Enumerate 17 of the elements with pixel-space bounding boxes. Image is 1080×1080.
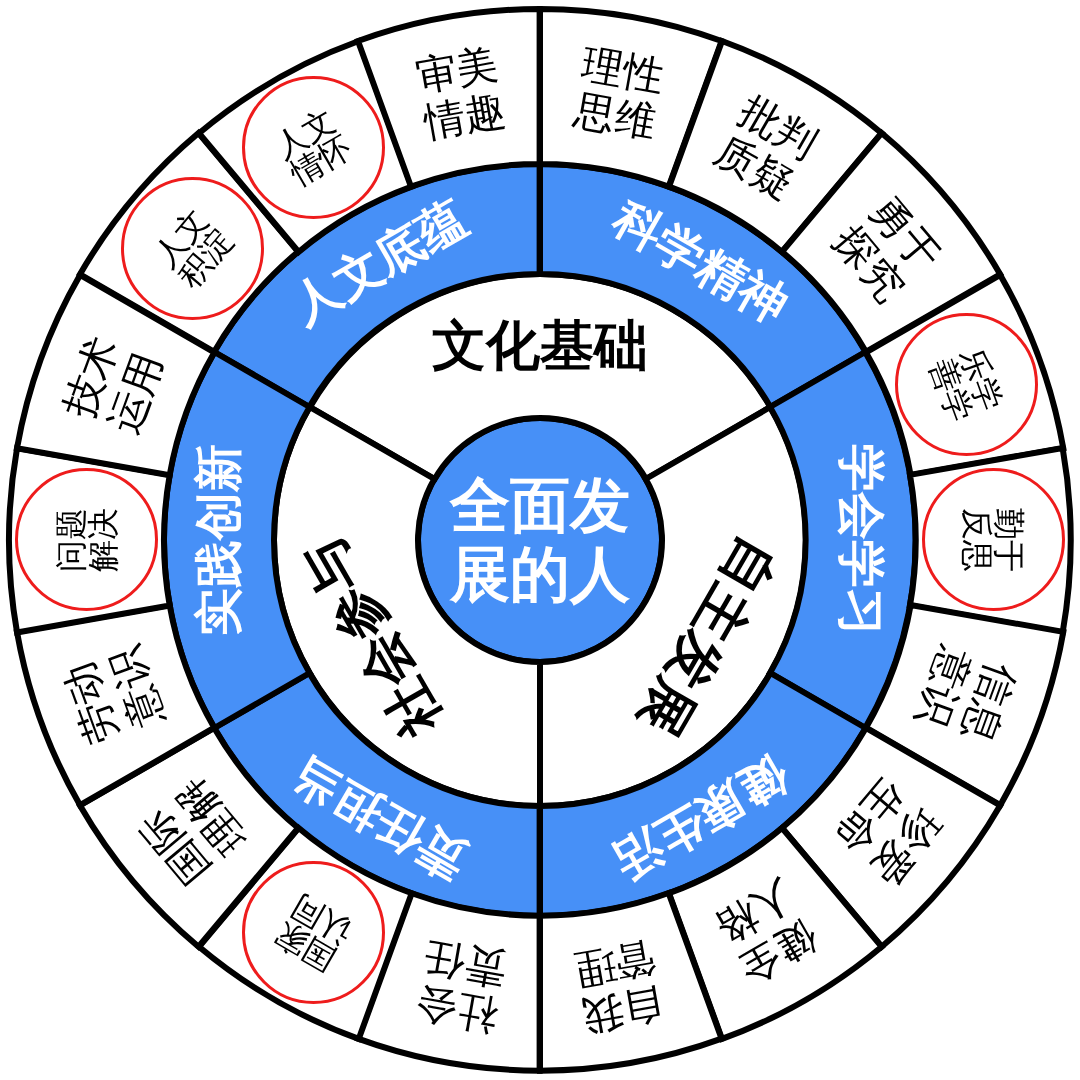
domain-label: 文化基础 [431,314,649,378]
category-label: 学会学习 [833,443,889,638]
center-label: 全面发展的人 [448,471,631,609]
item-label: 技术运用 [55,329,174,442]
item-label: 问题解决 [54,507,119,574]
item-label: 人文积淀 [146,202,239,295]
item-label: 理性思维 [569,40,669,148]
item-label: 勤于反思 [961,507,1026,574]
item-label: 国际理解 [129,768,257,895]
item-label: 人文情怀 [268,102,359,192]
item-label: 自我管理 [569,932,669,1040]
category-label: 实践创新 [191,443,247,638]
item-label: 乐学善学 [924,342,1008,428]
item-label: 社会责任 [411,932,511,1040]
item-label: 劳动意识 [55,639,174,752]
item-label: 信息意识 [906,639,1025,752]
item-label: 审美情趣 [411,40,511,148]
